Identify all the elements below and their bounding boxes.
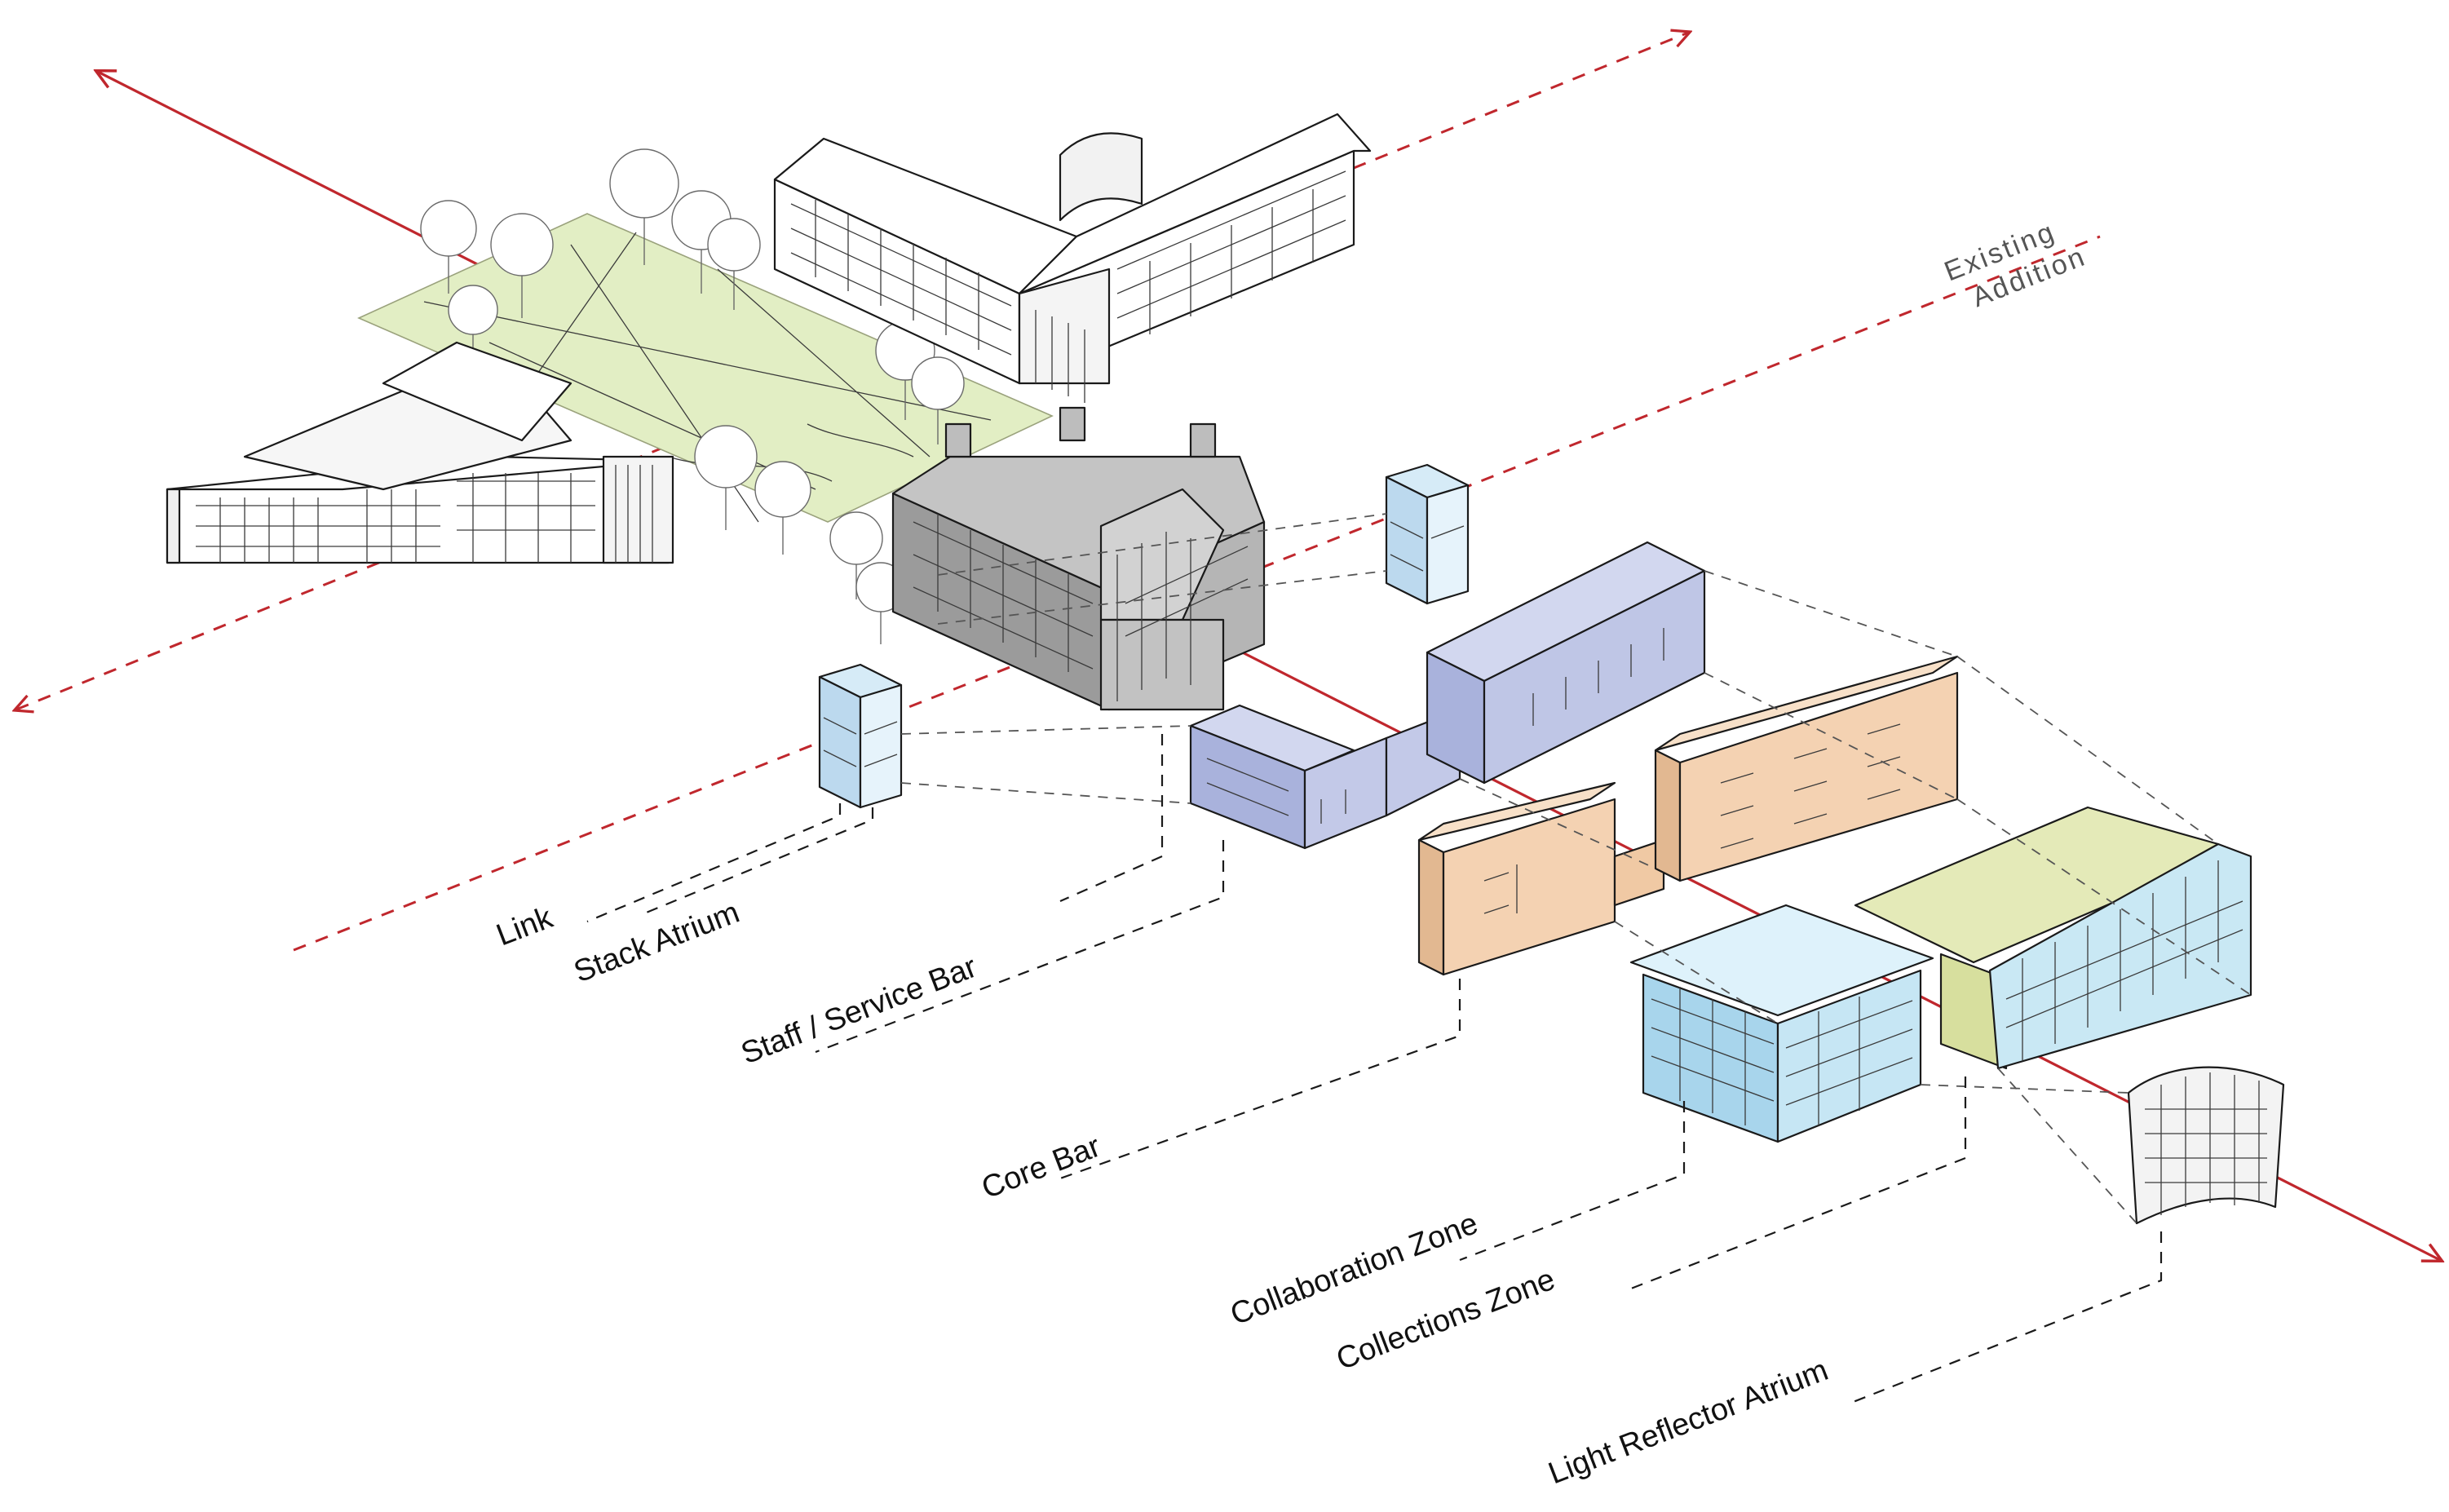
label-light-reflector-atrium: Light Reflector Atrium — [1544, 1353, 1832, 1491]
label-staff-service-bar: Staff / Service Bar — [736, 950, 982, 1072]
trees — [420, 148, 965, 644]
collaboration-zone-block — [1629, 904, 1934, 1143]
projection-lines — [900, 513, 2252, 1224]
tree-icon — [829, 511, 883, 599]
stair-module — [1385, 463, 1470, 605]
tree-icon — [707, 218, 761, 310]
existing-west-building — [166, 341, 674, 564]
tree-icon — [911, 356, 965, 444]
tree-icon — [694, 425, 758, 530]
core-bar-block — [1417, 655, 1959, 976]
staff-service-bar-block — [1189, 541, 1706, 850]
label-stack-atrium: Stack Atrium — [569, 895, 744, 990]
link-module — [818, 663, 903, 809]
collections-zone-block — [1854, 806, 2252, 1070]
tree-icon — [609, 148, 679, 265]
existing-addition-annotation: Existing Addition — [1940, 216, 2091, 314]
tree-icon — [754, 461, 811, 555]
tree-icon — [490, 213, 554, 318]
label-link: Link — [492, 900, 558, 953]
historic-building — [891, 406, 1266, 711]
light-reflector-atrium-block — [2127, 1066, 2285, 1225]
labels: Link Stack Atrium Staff / Service Bar Co… — [492, 895, 1832, 1492]
existing-north-building — [773, 113, 1372, 403]
tree-icon — [420, 200, 477, 294]
label-core-bar: Core Bar — [977, 1130, 1105, 1206]
label-leader-lines — [586, 734, 2163, 1404]
